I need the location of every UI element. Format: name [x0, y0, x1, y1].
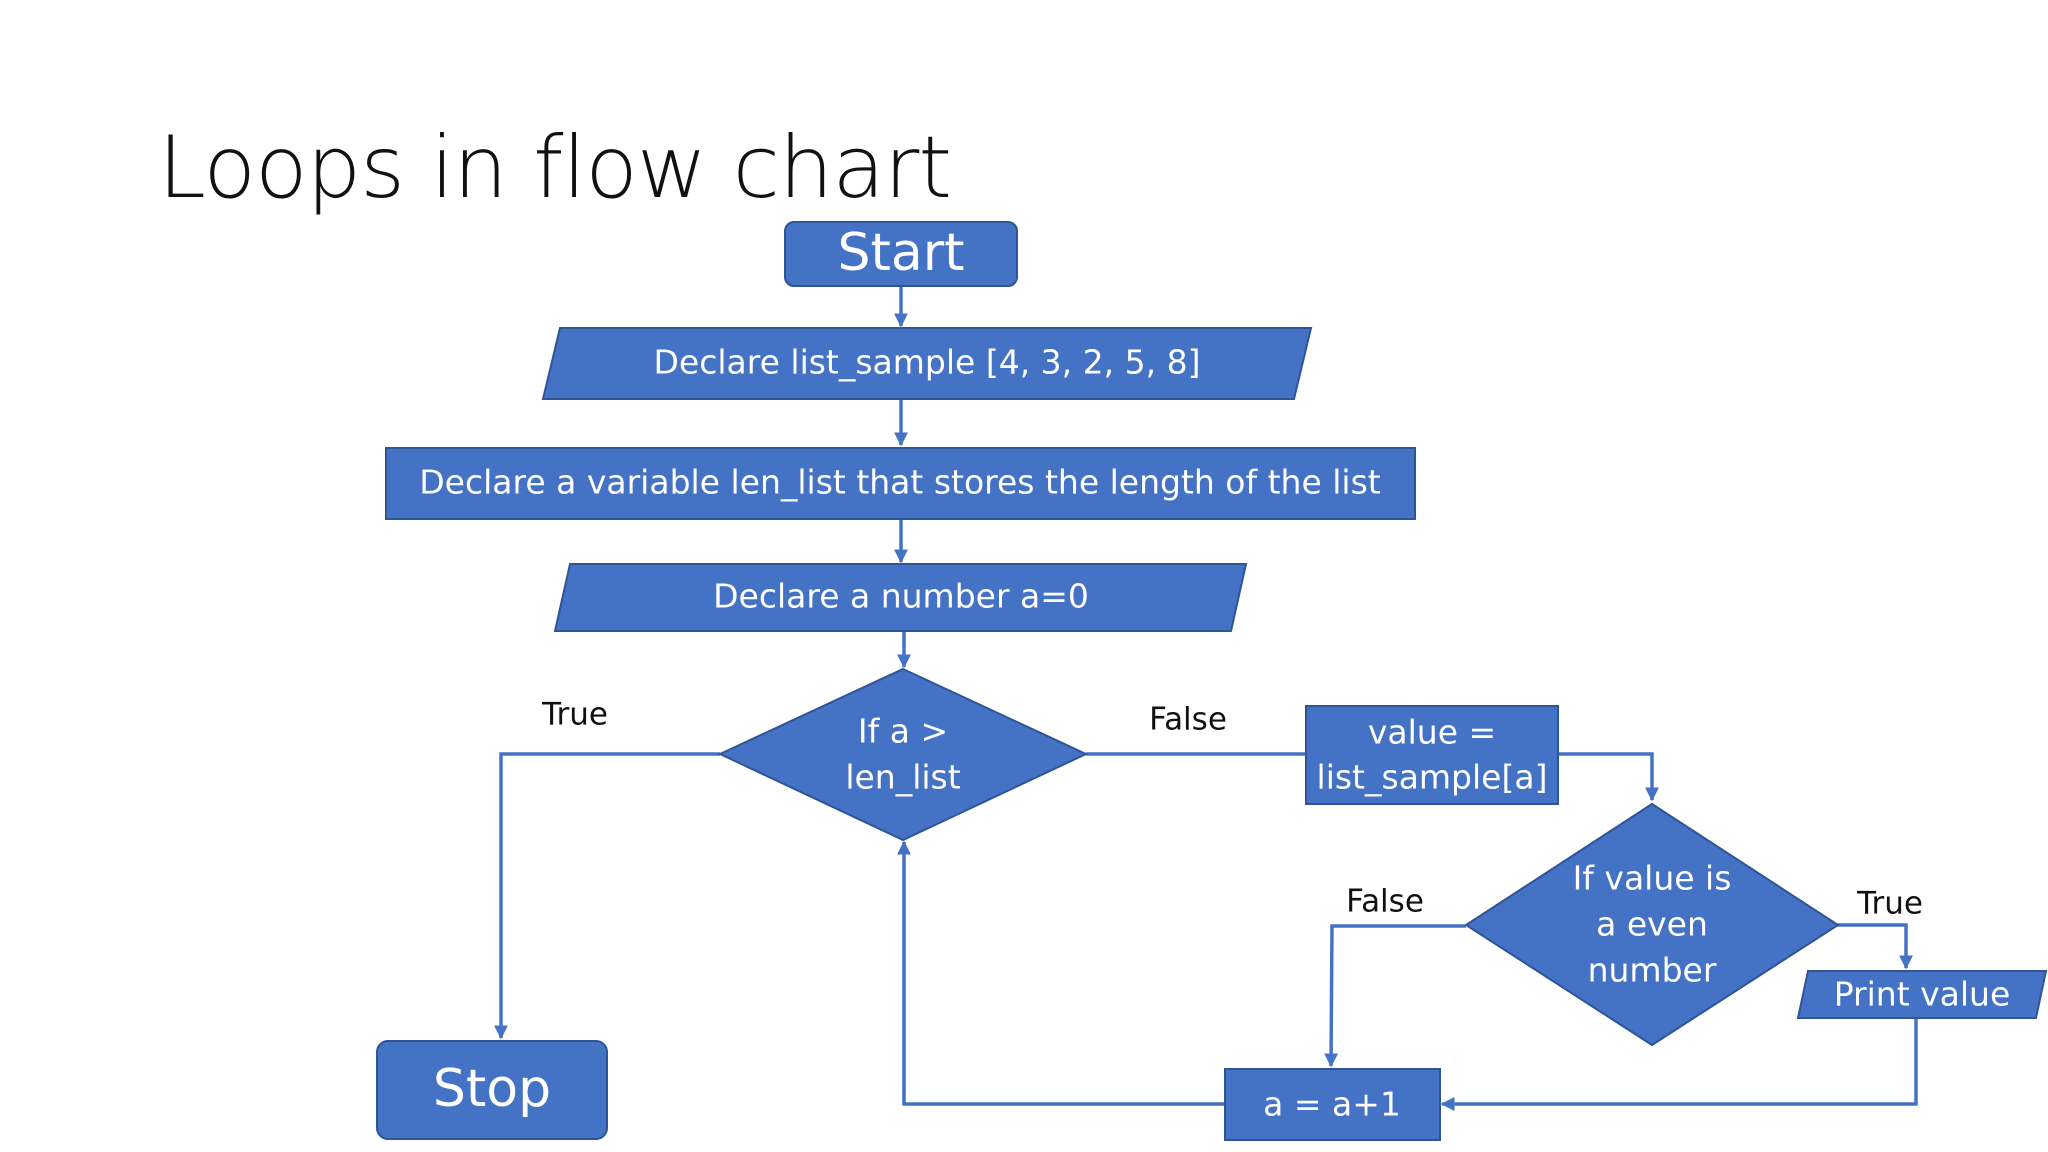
- condition-1-node: If a > len_list: [717, 667, 1089, 842]
- condition-1-line-1: If a >: [858, 712, 948, 751]
- increment-label: a = a+1: [1263, 1085, 1401, 1124]
- assign-value-node: value = list_sample[a]: [1305, 705, 1559, 805]
- declare-list-label: Declare list_sample [4, 3, 2, 5, 8]: [654, 343, 1201, 382]
- stop-node: Stop: [376, 1040, 608, 1140]
- declare-list-node: Declare list_sample [4, 3, 2, 5, 8]: [541, 327, 1313, 400]
- assign-value-line-2: list_sample[a]: [1317, 758, 1548, 797]
- edge-increment-loop-to-condition-1: [897, 840, 1225, 1106]
- condition-1-line-2: len_list: [845, 758, 960, 797]
- stop-label: Stop: [433, 1059, 551, 1119]
- declare-len-label: Declare a variable len_list that stores …: [419, 463, 1381, 502]
- print-value-label: Print value: [1834, 975, 2011, 1014]
- edge-label-cond1-true: True: [541, 697, 608, 733]
- connectors: [494, 286, 1918, 1111]
- edge-condition-2-false-to-increment: [1324, 924, 1466, 1068]
- assign-value-line-1: value =: [1368, 713, 1496, 752]
- start-label: Start: [837, 223, 964, 283]
- edge-condition-2-true-to-print: [1836, 923, 1913, 970]
- slide-title: Loops in flow chart: [158, 118, 952, 218]
- edge-label-cond2-true: True: [1856, 886, 1923, 922]
- edge-value-to-condition-2: [1558, 752, 1659, 802]
- edge-print-to-increment: [1440, 1019, 1918, 1111]
- declare-a-label: Declare a number a=0: [713, 577, 1089, 616]
- condition-2-line-3: number: [1588, 951, 1717, 990]
- edge-condition-1-true-to-stop: [494, 752, 720, 1040]
- start-node: Start: [784, 221, 1018, 287]
- condition-2-line-1: If value is: [1573, 859, 1732, 898]
- condition-2-line-2: a even: [1596, 905, 1708, 944]
- declare-a-node: Declare a number a=0: [553, 563, 1248, 632]
- increment-node: a = a+1: [1224, 1068, 1441, 1141]
- condition-2-node: If value is a even number: [1464, 802, 1840, 1047]
- print-value-node: Print value: [1796, 970, 2048, 1019]
- declare-len-node: Declare a variable len_list that stores …: [385, 447, 1416, 520]
- edge-label-cond1-false: False: [1149, 702, 1227, 738]
- edge-label-cond2-false: False: [1346, 884, 1424, 920]
